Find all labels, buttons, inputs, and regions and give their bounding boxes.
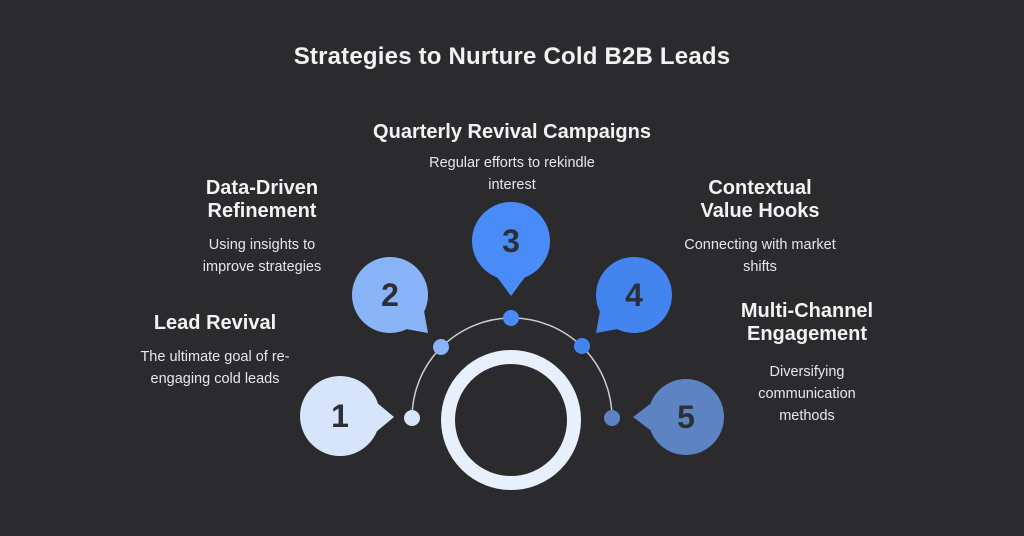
- step-5-bubble: 5: [633, 379, 724, 455]
- step-4-number: 4: [625, 277, 643, 313]
- step-4-heading: Contextual Value Hooks: [700, 177, 820, 223]
- label-quarterly-revival-campaigns: Quarterly Revival Campaigns Regular effo…: [342, 121, 682, 197]
- step-1-number: 1: [331, 398, 349, 434]
- step-2-number: 2: [381, 277, 399, 313]
- step-1-bubble: 1: [300, 376, 394, 456]
- step-1-description: The ultimate goal of re-engaging cold le…: [140, 349, 290, 387]
- step-4-description: Connecting with market shifts: [684, 237, 836, 276]
- step-2-bubble-tail: [406, 311, 428, 333]
- step-1-dot: [404, 410, 420, 426]
- step-2-bubble: 2: [352, 257, 428, 333]
- step-2-heading: Data-Driven Refinement: [205, 177, 319, 223]
- center-ring: [441, 350, 581, 490]
- label-lead-revival: Lead Revival The ultimate goal of re-eng…: [130, 312, 300, 391]
- step-4-bubble-circle: [596, 257, 672, 333]
- connector-arc: [411, 317, 613, 419]
- label-data-driven-refinement: Data-Driven Refinement Using insights to…: [182, 177, 342, 279]
- step-2-description: Using insights to improve strategies: [202, 237, 322, 276]
- step-1-heading: Lead Revival: [153, 312, 277, 334]
- page-title: Strategies to Nurture Cold B2B Leads: [293, 43, 731, 70]
- step-2-dot: [433, 339, 449, 355]
- step-3-heading: Quarterly Revival Campaigns: [373, 121, 651, 143]
- step-3-bubble-circle: [472, 202, 550, 280]
- step-1-bubble-circle: [300, 376, 380, 456]
- step-4-bubble-tail: [596, 311, 618, 333]
- step-5-heading: Multi-Channel Engagement: [740, 300, 874, 346]
- step-5-bubble-circle: [648, 379, 724, 455]
- step-5-number: 5: [677, 399, 695, 435]
- label-multi-channel-engagement: Multi-Channel Engagement Diversifying co…: [718, 300, 896, 428]
- step-5-description: Diversifying communication methods: [758, 364, 856, 424]
- step-5-bubble-tail: [633, 404, 650, 430]
- step-3-bubble: 3: [472, 202, 550, 296]
- label-contextual-value-hooks: Contextual Value Hooks Connecting with m…: [680, 177, 840, 279]
- step-5-dot: [604, 410, 620, 426]
- step-3-bubble-tail: [497, 277, 525, 296]
- step-3-dot: [503, 310, 519, 326]
- step-2-bubble-circle: [352, 257, 428, 333]
- step-4-dot: [574, 338, 590, 354]
- step-3-description: Regular efforts to rekindle interest: [429, 155, 595, 193]
- step-4-bubble: 4: [596, 257, 672, 333]
- step-1-bubble-tail: [376, 402, 394, 432]
- step-3-number: 3: [502, 223, 520, 259]
